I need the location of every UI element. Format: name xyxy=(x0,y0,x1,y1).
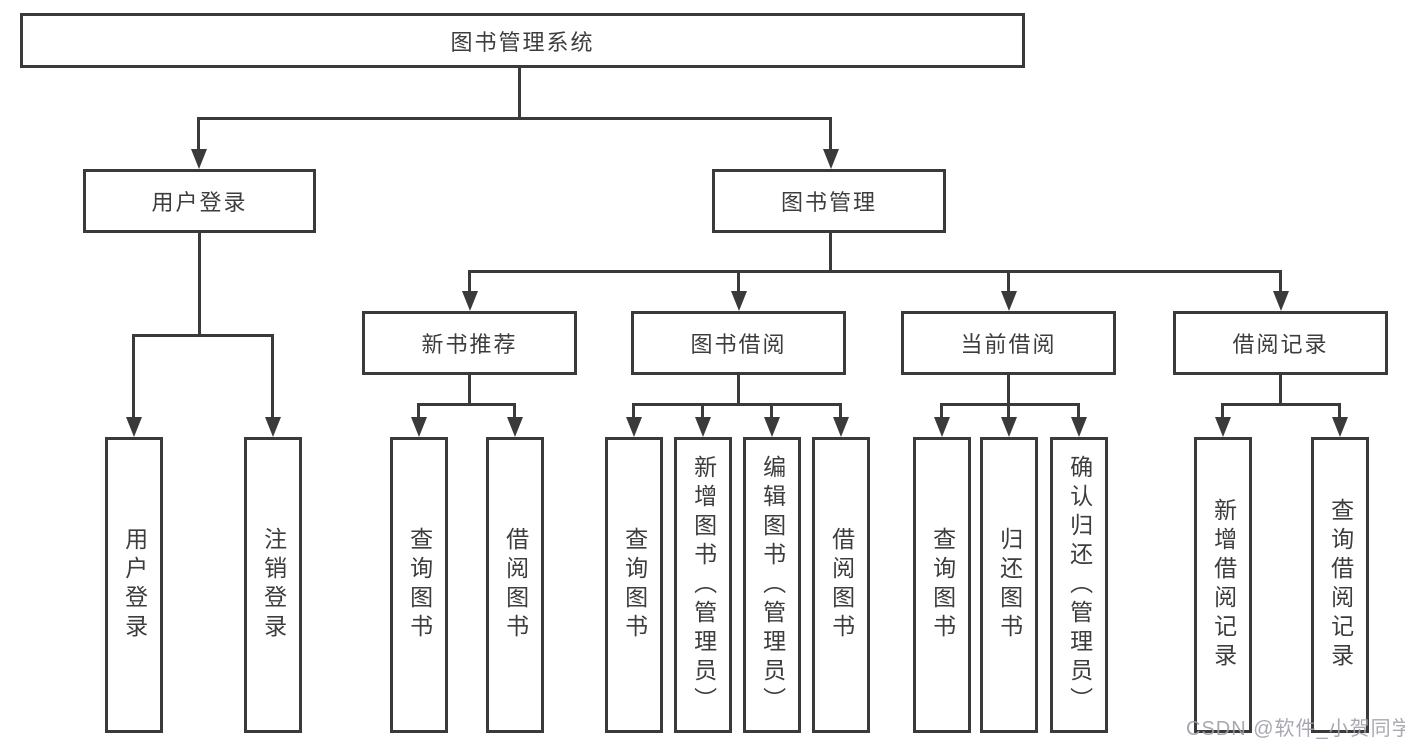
connector-borrow-records-trunk xyxy=(1279,375,1282,405)
leaf-cb-return-books: 归还图书 xyxy=(980,437,1038,733)
arrowhead-to-book-borrow xyxy=(731,291,747,311)
arrowhead-to-leaf-user-login xyxy=(126,417,142,437)
connector-stub-user-login xyxy=(197,118,200,152)
arrowhead-to-br-query xyxy=(1332,417,1348,437)
connector-stub-nb-borrow xyxy=(513,403,516,419)
arrowhead-to-user-login xyxy=(191,149,207,169)
arrowhead-to-cb-return xyxy=(1001,417,1017,437)
connector-book-mgmt-trunk xyxy=(829,233,832,273)
connector-stub-new-books xyxy=(468,270,471,293)
leaf-bb-query-books: 查询图书 xyxy=(605,437,663,733)
connector-new-books-trunk xyxy=(468,375,471,405)
leaf-logout-label: 注销登录 xyxy=(260,527,287,643)
node-current-borrow: 当前借阅 xyxy=(901,311,1116,375)
connector-current-borrow-trunk xyxy=(1007,375,1010,405)
connector-stub-bb-add xyxy=(701,403,704,419)
node-user-login-label: 用户登录 xyxy=(151,190,248,215)
leaf-cb-query-books: 查询图书 xyxy=(913,437,971,733)
arrowhead-to-bb-borrow xyxy=(833,417,849,437)
leaf-br-add-record-label: 新增借阅记录 xyxy=(1210,498,1237,672)
leaf-nb-borrow-books-label: 借阅图书 xyxy=(502,527,529,643)
connector-user-login-trunk xyxy=(198,233,201,336)
arrowhead-to-leaf-logout xyxy=(265,417,281,437)
node-new-books: 新书推荐 xyxy=(362,311,577,375)
leaf-nb-query-books-label: 查询图书 xyxy=(406,527,433,643)
connector-stub-bb-query xyxy=(632,403,635,419)
leaf-cb-confirm-return-label: 确认归还（管理员） xyxy=(1066,454,1093,716)
arrowhead-to-bb-edit xyxy=(764,417,780,437)
arrowhead-to-current-borrow xyxy=(1001,291,1017,311)
connector-stub-leaf-user-login xyxy=(132,335,135,419)
leaf-bb-edit-books: 编辑图书（管理员） xyxy=(743,437,801,733)
connector-stub-nb-query xyxy=(417,403,420,419)
node-book-borrow: 图书借阅 xyxy=(631,311,846,375)
connector-stub-br-query xyxy=(1338,403,1341,419)
node-root-label: 图书管理系统 xyxy=(450,29,595,55)
arrowhead-to-bb-add xyxy=(695,417,711,437)
connector-book-borrow-trunk xyxy=(737,375,740,405)
node-book-borrow-label: 图书借阅 xyxy=(690,332,787,357)
leaf-nb-borrow-books: 借阅图书 xyxy=(486,437,544,733)
connector-stub-cb-return xyxy=(1007,403,1010,419)
node-book-mgmt: 图书管理 xyxy=(712,169,946,233)
arrowhead-to-book-mgmt xyxy=(823,149,839,169)
connector-borrow-records-hline xyxy=(1221,403,1341,406)
leaf-user-login-label: 用户登录 xyxy=(121,527,148,643)
arrowhead-to-cb-confirm xyxy=(1071,417,1087,437)
connector-current-borrow-hline xyxy=(940,403,1080,406)
leaf-user-login: 用户登录 xyxy=(105,437,163,733)
node-new-books-label: 新书推荐 xyxy=(421,332,518,357)
node-borrow-records-label: 借阅记录 xyxy=(1232,332,1329,357)
connector-book-mgmt-hline xyxy=(468,270,1282,273)
leaf-bb-edit-books-label: 编辑图书（管理员） xyxy=(759,454,786,716)
connector-stub-bb-borrow xyxy=(839,403,842,419)
csdn-watermark: CSDN @软件_小贺同学 xyxy=(1186,718,1405,740)
leaf-nb-query-books: 查询图书 xyxy=(390,437,448,733)
connector-stub-borrow-records xyxy=(1279,270,1282,293)
leaf-br-add-record: 新增借阅记录 xyxy=(1194,437,1252,733)
arrowhead-to-borrow-records xyxy=(1273,291,1289,311)
arrowhead-to-new-books xyxy=(462,291,478,311)
node-user-login: 用户登录 xyxy=(83,169,316,233)
leaf-br-query-record: 查询借阅记录 xyxy=(1311,437,1369,733)
leaf-bb-borrow-books: 借阅图书 xyxy=(812,437,870,733)
leaf-bb-query-books-label: 查询图书 xyxy=(621,527,648,643)
arrowhead-to-nb-query xyxy=(411,417,427,437)
connector-stub-cb-query xyxy=(940,403,943,419)
connector-stub-cb-confirm xyxy=(1077,403,1080,419)
connector-stub-leaf-logout xyxy=(271,335,274,419)
node-borrow-records: 借阅记录 xyxy=(1173,311,1388,375)
connector-root-hline xyxy=(197,117,832,120)
connector-stub-bb-edit xyxy=(770,403,773,419)
arrowhead-to-br-add xyxy=(1215,417,1231,437)
connector-stub-book-borrow xyxy=(737,270,740,293)
connector-stub-br-add xyxy=(1221,403,1224,419)
node-root-library-system: 图书管理系统 xyxy=(20,13,1025,68)
arrowhead-to-nb-borrow xyxy=(507,417,523,437)
connector-root-trunk xyxy=(518,68,521,120)
connector-new-books-hline xyxy=(417,403,516,406)
connector-user-login-hline xyxy=(132,334,274,337)
leaf-bb-borrow-books-label: 借阅图书 xyxy=(828,527,855,643)
connector-stub-book-mgmt xyxy=(829,118,832,152)
leaf-logout: 注销登录 xyxy=(244,437,302,733)
leaf-br-query-record-label: 查询借阅记录 xyxy=(1327,498,1354,672)
arrowhead-to-bb-query xyxy=(626,417,642,437)
connector-book-borrow-hline xyxy=(632,403,842,406)
node-book-mgmt-label: 图书管理 xyxy=(780,190,877,215)
leaf-cb-query-books-label: 查询图书 xyxy=(929,527,956,643)
leaf-bb-add-books-label: 新增图书（管理员） xyxy=(690,454,717,716)
connector-stub-current-borrow xyxy=(1007,270,1010,293)
node-current-borrow-label: 当前借阅 xyxy=(960,332,1057,357)
leaf-bb-add-books: 新增图书（管理员） xyxy=(674,437,732,733)
leaf-cb-return-books-label: 归还图书 xyxy=(996,527,1023,643)
leaf-cb-confirm-return: 确认归还（管理员） xyxy=(1050,437,1108,733)
arrowhead-to-cb-query xyxy=(934,417,950,437)
